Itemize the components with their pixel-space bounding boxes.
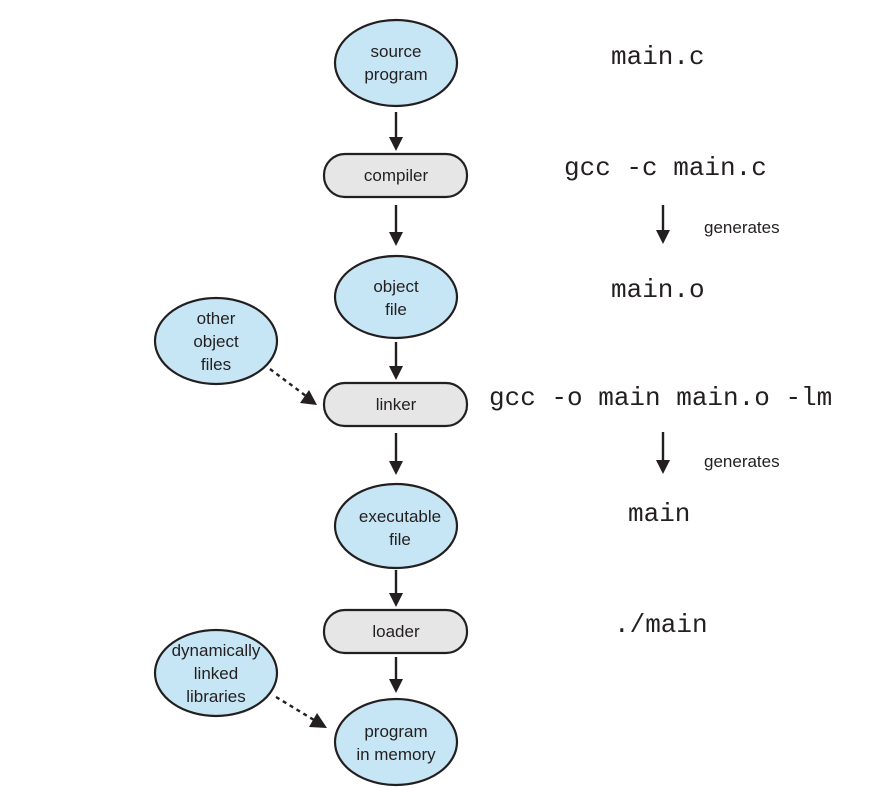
cmd-gcc-link: gcc -o main main.o -lm [489,383,832,413]
dynamically-linked-libraries-label-line-1: dynamically [172,641,261,660]
arrow-loader-to-memory [389,657,403,693]
arrow-source-to-compiler [389,112,403,151]
arrow-linker-to-executable [389,433,403,475]
compiler-node: compiler [322,152,469,199]
cmd-gcc-compile: gcc -c main.c [564,153,767,183]
object-file-label-line-2: file [385,300,407,319]
generates-arrow-1 [656,205,670,244]
loader-node: loader [322,608,469,655]
program-in-memory-node: program in memory [333,697,459,787]
executable-file-node: executable file [333,482,459,570]
executable-file-label-line-1: executable [359,507,441,526]
arrow-object-to-linker [389,342,403,380]
object-file-label-line-1: object [373,277,419,296]
other-object-files-label-line-2: object [193,332,239,351]
source-program-label-line-1: source [370,42,421,61]
source-program-node: source program [333,18,459,108]
cmd-main-c: main.c [611,42,705,72]
cmd-run: ./main [614,610,708,640]
generates-arrow-2 [656,432,670,474]
source-program-label-line-2: program [364,65,427,84]
other-object-files-label-line-1: other [197,309,236,328]
cmd-main-o: main.o [611,275,705,305]
cmd-main: main [628,499,690,529]
dashed-arrow-libraries-to-memory [275,695,327,728]
other-object-files-node: other object files [153,296,279,386]
program-in-memory-label-line-1: program [364,722,427,741]
generates-label-2: generates [704,452,780,471]
other-object-files-label-line-3: files [201,355,231,374]
compiler-label: compiler [364,166,429,185]
linker-node: linker [322,381,469,428]
program-in-memory-label-line-2: in memory [356,745,436,764]
executable-file-label-line-2: file [389,530,411,549]
dynamically-linked-libraries-label-line-3: libraries [186,687,246,706]
linker-label: linker [376,395,417,414]
arrow-compiler-to-object [389,205,403,246]
object-file-node: object file [333,254,459,340]
generates-label-1: generates [704,218,780,237]
loader-label: loader [372,622,420,641]
dynamically-linked-libraries-node: dynamically linked libraries [153,628,279,718]
dynamically-linked-libraries-label-line-2: linked [194,664,238,683]
arrow-executable-to-loader [389,570,403,607]
dashed-arrow-other-objects-to-linker [269,368,317,405]
